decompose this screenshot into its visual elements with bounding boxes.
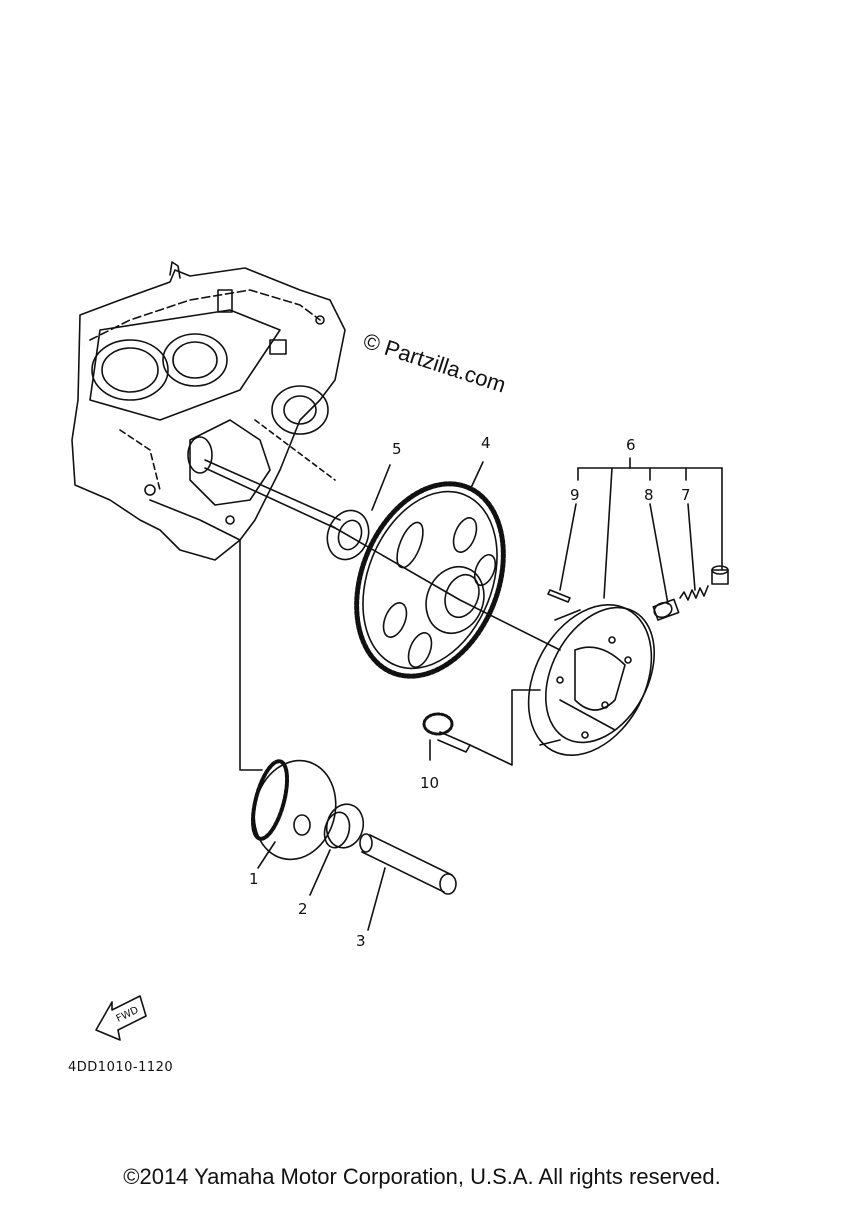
part-6-starter-clutch — [527, 603, 656, 757]
part-6-bracket — [577, 457, 723, 599]
part-7-spring — [679, 503, 729, 601]
assembly-leader-line — [239, 539, 263, 771]
callout-5: 5 — [392, 440, 402, 458]
callout-2: 2 — [298, 900, 308, 918]
callout-7: 7 — [681, 486, 691, 504]
part-8-plunger — [649, 503, 680, 621]
engine-crankcase — [71, 261, 346, 561]
fwd-arrow-icon — [95, 995, 147, 1041]
part-3-shaft — [359, 833, 457, 931]
callout-9: 9 — [570, 486, 580, 504]
part-5-washer — [326, 464, 391, 561]
part-1-idler-gear — [250, 759, 337, 869]
axis-line — [329, 524, 561, 651]
fwd-label: FWD — [115, 1005, 141, 1025]
part-2-bushing — [309, 803, 365, 896]
callout-6: 6 — [626, 436, 636, 454]
callout-10: 10 — [420, 774, 440, 792]
part-4-starter-gear — [354, 461, 506, 679]
callout-3: 3 — [356, 932, 366, 950]
copyright-notice: ©2014 Yamaha Motor Corporation, U.S.A. A… — [123, 1164, 721, 1189]
callout-1: 1 — [249, 870, 259, 888]
callout-4: 4 — [481, 434, 491, 452]
part-10-bolt — [422, 689, 541, 766]
diagram-code: 4DD1010-1120 — [68, 1060, 174, 1075]
callout-8: 8 — [644, 486, 654, 504]
part-9-pin — [547, 503, 577, 603]
